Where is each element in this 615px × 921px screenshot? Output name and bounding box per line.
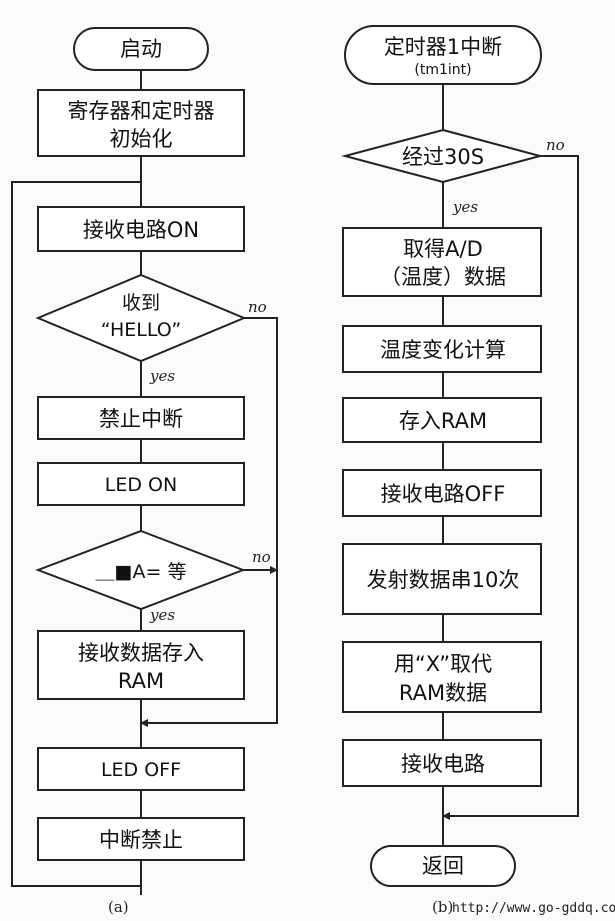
a-store-data-line-1: 接收数据存入 [78, 641, 204, 665]
b-send-data-box [342, 543, 542, 615]
b-return-terminal [370, 845, 516, 887]
a-decision-a-label: ＿■A= 等 [96, 561, 187, 583]
b-receiver-off-label: 接收电路OFF [381, 482, 506, 506]
b-receiver-box [342, 739, 542, 787]
a-yes-label-2: yes [149, 606, 175, 624]
a-no-label-1: no [248, 298, 267, 316]
b-receiver-label: 接收电路 [401, 752, 485, 776]
b-yes-label: yes [452, 198, 478, 216]
b-caption: (b) [432, 898, 453, 916]
a-interrupt-disable-label: 中断禁止 [99, 828, 183, 852]
a-decision-hello-line-1: 收到 [122, 292, 160, 314]
watermark: http://www.go-gddq.com [452, 901, 615, 916]
b-no-label: no [546, 136, 565, 154]
b-replace-x-box [342, 641, 542, 713]
b-replace-x-line-2: RAM数据 [399, 681, 487, 705]
b-get-ad-box [342, 227, 542, 297]
a-disable-interrupt-box [37, 396, 245, 440]
a-led-off-label: LED OFF [101, 759, 181, 781]
b-no-branch [442, 155, 579, 820]
b-start-label: 定时器1中断 [384, 35, 502, 59]
a-init-box [37, 89, 245, 157]
a-decision-hello-line-2: “HELLO” [101, 319, 182, 341]
a-no-label-2: no [252, 548, 271, 566]
a-interrupt-disable-box [37, 817, 245, 861]
b-calc-label: 温度变化计算 [380, 338, 506, 362]
a-loop-back-line [11, 181, 142, 887]
a-led-on-box [37, 462, 245, 506]
a-caption: (a) [108, 898, 129, 916]
b-start-sub-label: (tm1int) [414, 62, 471, 78]
a-no-branch-hello [140, 317, 278, 727]
a-init-line-2: 初始化 [110, 127, 173, 151]
b-receiver-off-box [342, 469, 542, 517]
b-get-ad-line-1: 取得A/D [403, 237, 483, 261]
a-yes-label-1: yes [149, 367, 175, 385]
a-disable-interrupt-label: 禁止中断 [99, 407, 183, 431]
a-start-label: 启动 [120, 37, 162, 61]
a-receiver-on-label: 接收电路ON [83, 218, 199, 242]
b-send-data-label: 发射数据串10次 [367, 568, 520, 592]
a-decision-hello [35, 273, 247, 363]
a-store-data-line-2: RAM [118, 669, 164, 693]
b-store-ram-label: 存入RAM [399, 409, 487, 433]
b-return-label: 返回 [422, 854, 464, 878]
b-get-ad-line-2: （温度）数据 [380, 265, 506, 289]
a-init-line-1: 寄存器和定时器 [68, 99, 215, 123]
a-led-on-label: LED ON [105, 474, 177, 496]
b-decision-30s-label: 经过30S [402, 145, 484, 169]
flowchart-b: 定时器1中断 (tm1int) 经过30S no yes 取得A/D （温度）数… [341, 25, 579, 916]
b-replace-x-line-1: 用“X”取代 [394, 652, 492, 676]
flowchart-a: 启动 寄存器和定时器 初始化 接收电路ON 收到 “HELLO” no yes … [11, 27, 278, 916]
